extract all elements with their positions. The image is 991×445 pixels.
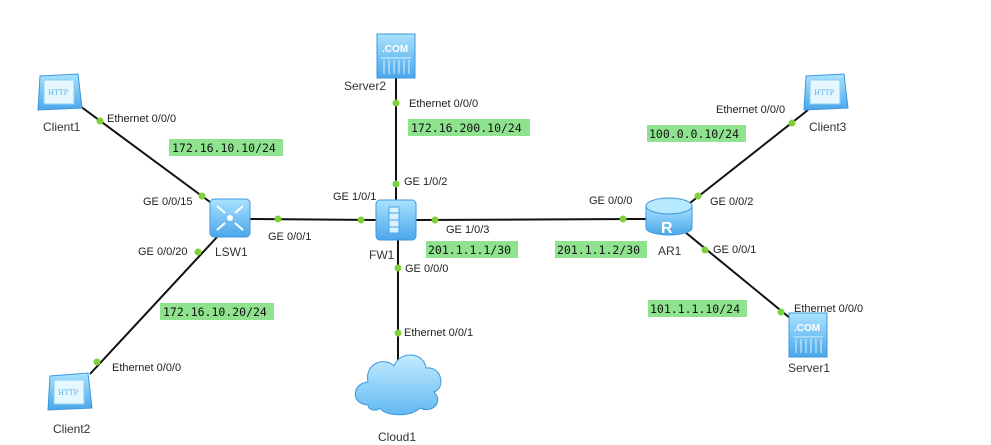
client1-device[interactable]: HTTP Client1 — [37, 73, 83, 134]
ip-tag-server2: 172.16.200.10/24 — [408, 119, 530, 136]
port-dots — [93, 99, 796, 366]
svg-text:HTTP: HTTP — [814, 89, 835, 97]
ip-tag-client2: 172.16.10.20/24 — [160, 303, 274, 320]
port-dot — [357, 216, 365, 224]
device-label: Cloud1 — [378, 430, 416, 444]
device-label: Client3 — [809, 120, 847, 134]
ip-tags: 172.16.10.10/24 172.16.10.20/24 172.16.2… — [160, 119, 747, 320]
link-lsw1-fw1[interactable] — [249, 218, 377, 221]
port-dot — [392, 99, 400, 107]
port-label: GE 0/0/1 — [713, 244, 756, 256]
port-label: Ethernet 0/0/0 — [409, 98, 478, 110]
svg-text:201.1.1.2/30: 201.1.1.2/30 — [557, 243, 640, 257]
link-ar1-client3[interactable] — [689, 109, 809, 204]
svg-text:HTTP: HTTP — [48, 89, 69, 97]
port-dot — [788, 119, 796, 127]
port-dot — [394, 264, 402, 272]
link-lsw1-client2[interactable] — [89, 235, 219, 375]
client3-device[interactable]: HTTP Client3 — [803, 73, 849, 134]
device-label: Client2 — [53, 422, 91, 436]
link-ar1-server1[interactable] — [684, 231, 791, 319]
ip-tag-server1: 101.1.1.10/24 — [648, 300, 747, 317]
port-label: GE 0/0/0 — [589, 195, 632, 207]
port-label: GE 0/0/2 — [710, 196, 753, 208]
lsw1-device[interactable]: LSW1 — [209, 198, 251, 259]
port-label: GE 0/0/1 — [268, 231, 311, 243]
ar1-device[interactable]: R AR1 — [645, 197, 693, 258]
port-labels: Ethernet 0/0/0 GE 0/0/15 GE 0/0/20 GE 0/… — [107, 98, 863, 374]
fw1-device[interactable]: FW1 — [369, 199, 417, 262]
port-dot — [93, 358, 101, 366]
link-fw1-ar1[interactable] — [415, 218, 647, 221]
port-label: GE 1/0/2 — [404, 176, 447, 188]
port-dot — [619, 215, 627, 223]
port-label: Ethernet 0/0/0 — [112, 362, 181, 374]
port-label: Ethernet 0/0/0 — [107, 113, 176, 125]
svg-text:R: R — [661, 220, 673, 237]
port-dot — [274, 215, 282, 223]
port-dot — [194, 248, 202, 256]
port-label: GE 0/0/20 — [138, 246, 188, 258]
svg-text:.COM: .COM — [382, 44, 408, 55]
port-label: GE 0/0/0 — [405, 263, 448, 275]
device-label: Server1 — [788, 361, 830, 375]
svg-text:101.1.1.10/24: 101.1.1.10/24 — [650, 302, 740, 316]
cloud-icon — [354, 354, 442, 416]
port-label: Ethernet 0/0/1 — [404, 327, 473, 339]
server1-device[interactable]: .COM Server1 — [788, 312, 830, 375]
port-label: GE 1/0/1 — [333, 191, 376, 203]
svg-text:201.1.1.1/30: 201.1.1.1/30 — [428, 243, 511, 257]
device-label: AR1 — [658, 244, 682, 258]
port-dot — [701, 246, 709, 254]
ip-tag-client1: 172.16.10.10/24 — [169, 139, 283, 156]
device-label: LSW1 — [215, 245, 248, 259]
port-dot — [777, 308, 785, 316]
port-dot — [392, 180, 400, 188]
port-label: GE 1/0/3 — [446, 224, 489, 236]
device-label: Server2 — [344, 79, 386, 93]
port-dot — [96, 117, 104, 125]
ip-tag-ar1: 201.1.1.2/30 — [555, 241, 647, 258]
svg-text:HTTP: HTTP — [58, 389, 79, 397]
device-label: Client1 — [43, 120, 81, 134]
port-dot — [431, 216, 439, 224]
cloud1-device[interactable]: Cloud1 — [354, 354, 442, 444]
ip-tag-client3: 100.0.0.10/24 — [647, 125, 746, 142]
svg-text:.COM: .COM — [794, 323, 820, 334]
svg-text:172.16.10.10/24: 172.16.10.10/24 — [172, 141, 276, 155]
server2-device[interactable]: .COM Server2 — [344, 33, 416, 93]
port-label: GE 0/0/15 — [143, 196, 193, 208]
port-label: Ethernet 0/0/0 — [716, 104, 785, 116]
port-label: Ethernet 0/0/0 — [794, 303, 863, 315]
port-dot — [694, 192, 702, 200]
port-dot — [198, 192, 206, 200]
svg-text:100.0.0.10/24: 100.0.0.10/24 — [649, 127, 739, 141]
client2-device[interactable]: HTTP Client2 — [47, 372, 93, 436]
ip-tag-fw1: 201.1.1.1/30 — [426, 241, 518, 258]
svg-text:172.16.10.20/24: 172.16.10.20/24 — [163, 305, 267, 319]
port-dot — [394, 329, 402, 337]
device-label: FW1 — [369, 248, 395, 262]
svg-text:172.16.200.10/24: 172.16.200.10/24 — [411, 121, 522, 135]
